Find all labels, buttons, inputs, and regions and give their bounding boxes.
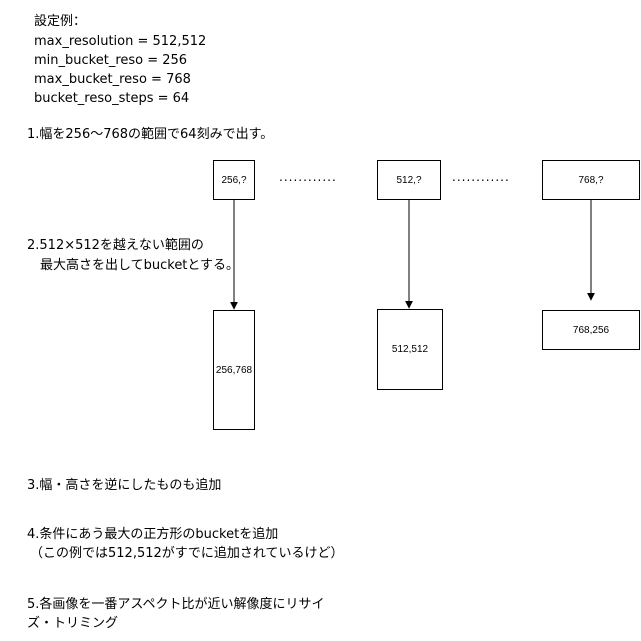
bottom-box-256-768: 256,768 xyxy=(213,310,255,430)
settings-title: 設定例： xyxy=(34,14,87,29)
step-3-text: 3.幅・高さを逆にしたものも追加 xyxy=(27,478,222,493)
step-4-text-line2: （この例では512,512がすでに追加されているけど） xyxy=(30,546,344,561)
step-5-text-line1: 5.各画像を一番アスペクト比が近い解像度にリサイ xyxy=(27,597,325,612)
top-box-768: 768,? xyxy=(542,160,640,200)
bottom-box-512-512: 512,512 xyxy=(377,309,443,390)
top-box-256: 256,? xyxy=(213,160,255,200)
ellipsis-2: ............ xyxy=(452,170,510,184)
setting-min-bucket-reso: min_bucket_reso = 256 xyxy=(34,53,188,68)
setting-max-resolution: max_resolution = 512,512 xyxy=(34,34,207,49)
step-2-text-line2: 最大高さを出してbucketとする。 xyxy=(40,258,240,273)
setting-max-bucket-reso: max_bucket_reso = 768 xyxy=(34,72,191,87)
step-5-text-line2: ズ・トリミング xyxy=(27,616,119,631)
top-box-512: 512,? xyxy=(377,160,441,200)
setting-bucket-reso-steps: bucket_reso_steps = 64 xyxy=(34,91,190,106)
step-2-text-line1: 2.512×512を越えない範囲の xyxy=(27,238,204,253)
bottom-box-768-256: 768,256 xyxy=(542,310,640,350)
step-4-text-line1: 4.条件にあう最大の正方形のbucketを追加 xyxy=(27,527,279,542)
ellipsis-1: ............ xyxy=(279,170,337,184)
step-1-text: 1.幅を256～768の範囲で64刻みで出す。 xyxy=(27,127,274,142)
